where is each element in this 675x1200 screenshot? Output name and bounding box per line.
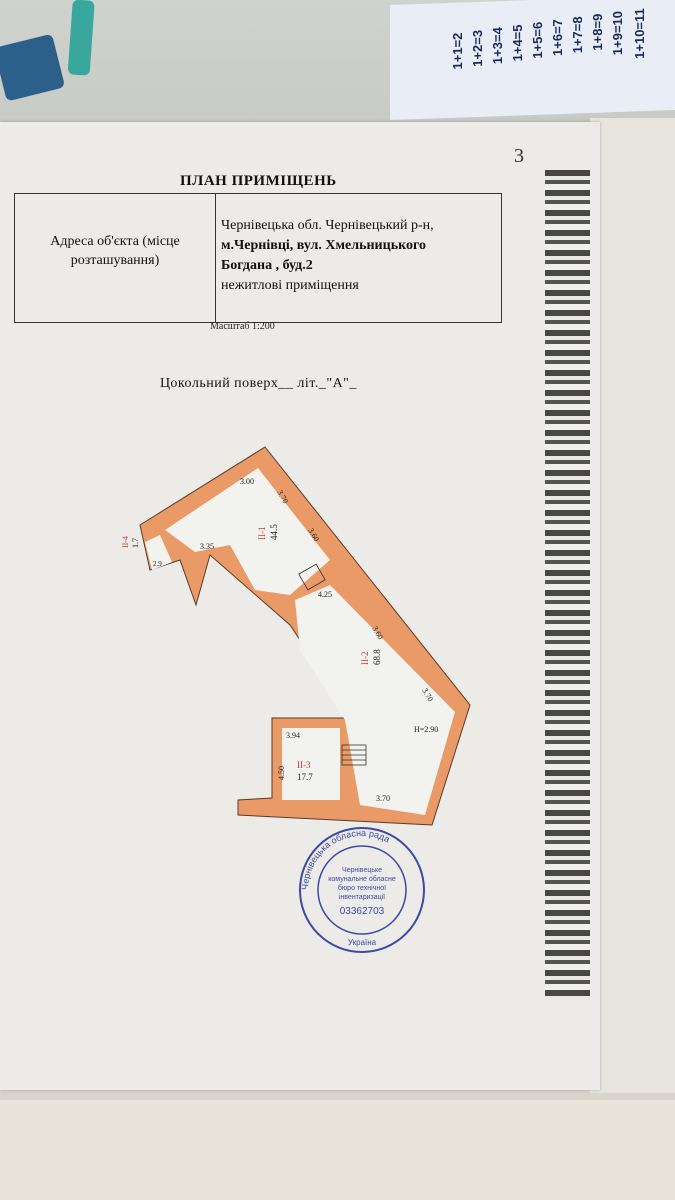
dimension: 3.00 bbox=[240, 477, 254, 486]
address-line1: Чернівецька обл. Чернівецький р-н, bbox=[221, 218, 434, 233]
room-II-2-floor bbox=[295, 585, 455, 815]
room-II-1-area: 44.5 bbox=[269, 524, 279, 540]
address-line4: нежитлові приміщення bbox=[221, 278, 359, 293]
room-II-3-area: 17.7 bbox=[297, 772, 313, 782]
ceiling-height: H=2.90 bbox=[414, 725, 438, 734]
room-II-2-area: 68.8 bbox=[372, 649, 382, 665]
room-II-1-floor bbox=[165, 468, 330, 595]
official-stamp: Чернівецька обласна рада Чернівецьке ком… bbox=[299, 827, 425, 953]
stamp-code: 03362703 bbox=[340, 906, 385, 917]
ornament-border bbox=[545, 170, 590, 1000]
address-table: Адреса об'єкта (місце розташування) Черн… bbox=[14, 193, 502, 323]
dimension: 4.25 bbox=[318, 590, 332, 599]
stamp-inner-line1: Чернівецьке bbox=[342, 866, 382, 874]
address-street: м.Чернівці, вул. Хмельницького bbox=[221, 238, 426, 253]
scale-label: Масштаб 1:200 bbox=[210, 321, 275, 332]
dimension: 3.70 bbox=[376, 794, 390, 803]
dimension: 4.50 bbox=[277, 766, 286, 780]
address-line3: Богдана , буд.2 bbox=[221, 258, 313, 273]
page-number: 3 bbox=[514, 145, 524, 167]
room-II-4-area: 1.7 bbox=[131, 538, 140, 548]
room-II-3-floor bbox=[282, 728, 340, 800]
room-II-4-id: II-4 bbox=[121, 536, 130, 548]
address-label-line1: Адреса об'єкта (місце bbox=[50, 234, 180, 249]
stamp-inner-line4: інвентаризації bbox=[339, 893, 385, 901]
address-line2: м.Чернівці, вул. Хмельницького bbox=[221, 238, 426, 254]
table-divider bbox=[215, 194, 216, 322]
back-sheet bbox=[590, 118, 675, 1093]
dimension: 3.35 bbox=[200, 542, 214, 551]
stamp-inner-line2: комунальне обласне bbox=[328, 875, 396, 883]
address-label-line2: розташування) bbox=[70, 253, 160, 268]
stamp-inner-line3: бюро технічної bbox=[338, 884, 386, 892]
room-II-4-floor bbox=[145, 535, 172, 570]
room-II-3-id: II-3 bbox=[297, 760, 311, 770]
room-II-2-id: II-2 bbox=[360, 652, 370, 666]
floor-label: Цокольний поверх__ літ._"А"_ bbox=[160, 376, 357, 391]
document-title: ПЛАН ПРИМІЩЕНЬ bbox=[180, 173, 337, 189]
stairs-icon bbox=[298, 563, 367, 766]
dimension: 2.9 bbox=[153, 560, 162, 568]
desk-items bbox=[0, 0, 95, 101]
dimension: 3.94 bbox=[286, 731, 300, 740]
room-II-1-id: II-1 bbox=[257, 527, 267, 541]
stamp-country: Україна bbox=[348, 938, 377, 947]
desk-surface-bottom bbox=[0, 1100, 675, 1200]
address-label: Адреса об'єкта (місце розташування) bbox=[15, 232, 215, 270]
